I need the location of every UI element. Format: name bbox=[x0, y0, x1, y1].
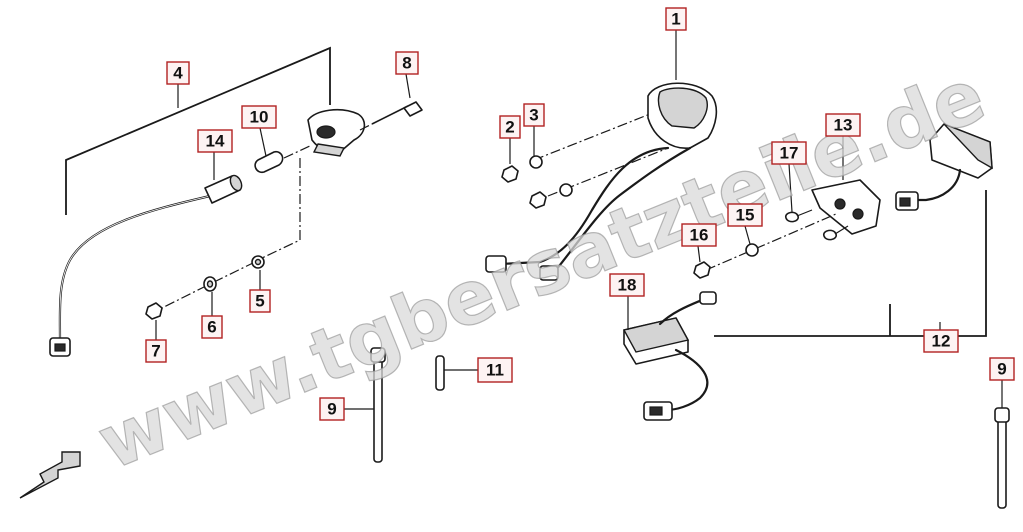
svg-text:4: 4 bbox=[173, 64, 183, 83]
cable-tie-9-right bbox=[997, 413, 1007, 509]
svg-text:18: 18 bbox=[618, 276, 637, 295]
svg-text:7: 7 bbox=[151, 342, 160, 361]
callout-10: 10 bbox=[241, 105, 277, 129]
svg-text:16: 16 bbox=[690, 226, 709, 245]
callout-9-right: 9 bbox=[989, 357, 1015, 381]
washer-3 bbox=[529, 155, 543, 169]
callout-13: 13 bbox=[825, 113, 861, 137]
washer-15 bbox=[745, 243, 759, 257]
callout-11: 11 bbox=[477, 357, 513, 383]
callout-7: 7 bbox=[145, 339, 167, 363]
bracket-4 bbox=[65, 46, 331, 215]
callout-8: 8 bbox=[395, 51, 419, 75]
svg-text:15: 15 bbox=[736, 206, 755, 225]
bulb-10 bbox=[254, 150, 284, 174]
leader-15 bbox=[744, 225, 751, 245]
svg-text:12: 12 bbox=[932, 332, 951, 351]
callout-17: 17 bbox=[771, 141, 807, 165]
svg-text:10: 10 bbox=[250, 108, 269, 127]
front-direction-arrow-icon bbox=[19, 451, 81, 499]
svg-text:8: 8 bbox=[402, 54, 411, 73]
bracket-12 bbox=[714, 190, 987, 337]
callout-15: 15 bbox=[727, 203, 763, 227]
control-unit-wire-down bbox=[664, 348, 709, 412]
callout-3: 3 bbox=[523, 103, 545, 127]
svg-text:5: 5 bbox=[255, 292, 264, 311]
callout-4: 4 bbox=[166, 61, 190, 85]
clip-11 bbox=[435, 355, 445, 391]
callout-16: 16 bbox=[681, 223, 717, 247]
svg-text:13: 13 bbox=[834, 116, 853, 135]
screw-8 bbox=[371, 105, 409, 125]
callout-18: 18 bbox=[609, 273, 645, 297]
svg-text:17: 17 bbox=[780, 144, 799, 163]
svg-text:1: 1 bbox=[671, 10, 680, 29]
svg-text:9: 9 bbox=[997, 360, 1006, 379]
callout-6: 6 bbox=[201, 315, 223, 339]
leader-8 bbox=[405, 73, 411, 99]
leader-17 bbox=[788, 163, 793, 213]
callout-14: 14 bbox=[197, 129, 233, 153]
bracket-13 bbox=[811, 179, 881, 235]
control-unit-wire-up bbox=[658, 298, 704, 326]
callout-9-left: 9 bbox=[319, 397, 345, 421]
svg-text:14: 14 bbox=[206, 132, 225, 151]
svg-text:11: 11 bbox=[486, 361, 504, 380]
marker-lamp-wire bbox=[914, 168, 962, 202]
svg-text:3: 3 bbox=[529, 106, 538, 125]
svg-text:6: 6 bbox=[207, 318, 216, 337]
nut-16 bbox=[693, 261, 711, 279]
leader-10 bbox=[259, 127, 267, 157]
tail-light-harness bbox=[498, 146, 670, 266]
svg-text:9: 9 bbox=[327, 400, 336, 419]
callout-1: 1 bbox=[665, 7, 687, 31]
nut-7 bbox=[145, 302, 163, 320]
svg-text:2: 2 bbox=[505, 118, 514, 137]
cable-14 bbox=[58, 194, 212, 342]
nut-2 bbox=[501, 165, 519, 183]
leader-16 bbox=[697, 245, 701, 263]
callout-5: 5 bbox=[249, 289, 271, 313]
harness-connector-b bbox=[539, 265, 559, 281]
harness-connector-a bbox=[485, 255, 507, 273]
callout-12: 12 bbox=[923, 329, 959, 353]
callout-2: 2 bbox=[499, 115, 521, 139]
